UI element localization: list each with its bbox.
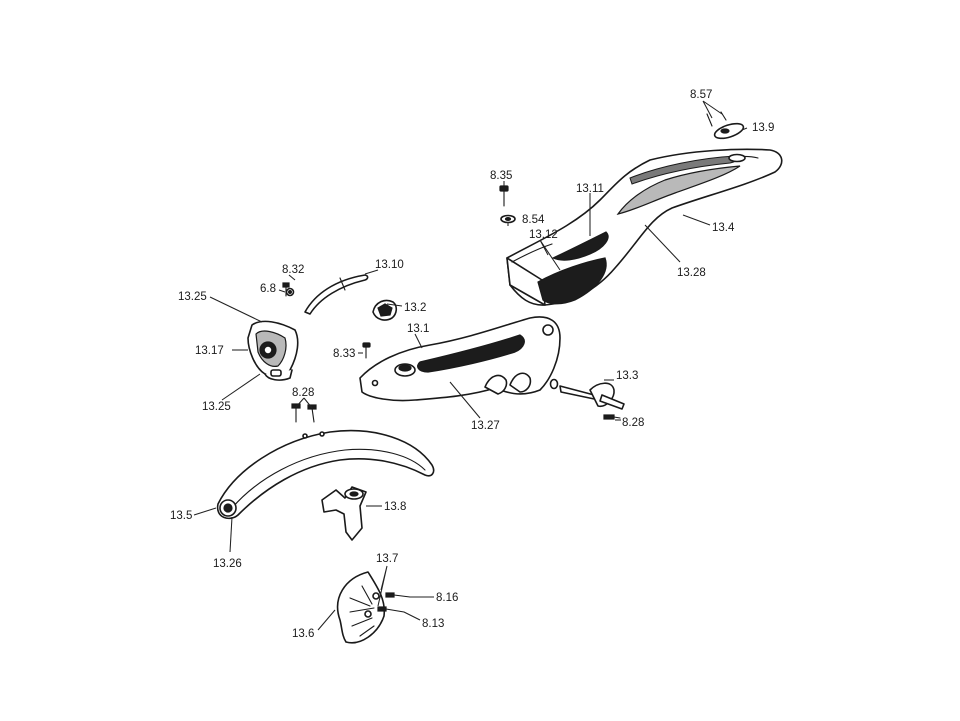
callout-13-4: 13.4 (712, 222, 735, 234)
callout-13-2: 13.2 (404, 302, 426, 314)
callout-8-33: 8.33 (333, 348, 355, 360)
callout-13-10: 13.10 (375, 259, 404, 271)
callout-8-28-front: 8.28 (292, 387, 314, 399)
callout-8-13: 8.13 (422, 618, 444, 630)
callout-13-3: 13.3 (616, 370, 638, 382)
callout-13-28-rear: 13.28 (677, 267, 706, 279)
rod-13-10 (304, 274, 369, 315)
callout-13-17: 13.17 (195, 345, 224, 357)
callout-13-6: 13.6 (292, 628, 314, 640)
callout-13-1: 13.1 (407, 323, 429, 335)
callout-8-32: 8.32 (282, 264, 304, 276)
callout-13-25-top: 13.25 (178, 291, 207, 303)
callout-8-54: 8.54 (522, 214, 545, 226)
callout-8-57: 8.57 (690, 89, 712, 101)
callout-8-16: 8.16 (436, 592, 458, 604)
bracket-13-8 (321, 486, 367, 541)
callout-13-26: 13.26 (213, 558, 242, 570)
headlight-13-25 (247, 320, 299, 381)
screws-13-7 (377, 592, 411, 613)
bolt-8-35 (499, 185, 516, 224)
cap-13-2 (372, 299, 398, 321)
callout-13-12: 13.12 (529, 229, 558, 241)
cap-13-9 (706, 111, 745, 140)
callout-13-25-bottom: 13.25 (202, 401, 231, 413)
callout-13-8: 13.8 (384, 501, 406, 513)
callout-13-27: 13.27 (471, 420, 500, 432)
leader-lines (193, 100, 748, 631)
screws-8-28-front (291, 403, 317, 423)
screw-8-33 (362, 342, 371, 359)
screws-8-32 (282, 282, 295, 297)
front-fender-13-5 (216, 429, 435, 520)
rear-tail-section (506, 148, 783, 306)
callout-13-11: 13.11 (576, 183, 604, 195)
callout-labels: 8.57 13.9 8.35 13.11 8.54 13.12 13.4 13.… (170, 89, 774, 640)
callout-8-35: 8.35 (490, 170, 512, 182)
callout-13-9: 13.9 (752, 122, 774, 134)
callout-13-5: 13.5 (170, 510, 192, 522)
callout-8-28-lever: 8.28 (622, 417, 644, 429)
callout-13-7: 13.7 (376, 553, 398, 565)
callout-6-8: 6.8 (260, 283, 276, 295)
lever-13-3 (549, 378, 625, 420)
fuel-tank-13-1 (359, 316, 561, 402)
disc-guard-13-6 (336, 571, 386, 644)
